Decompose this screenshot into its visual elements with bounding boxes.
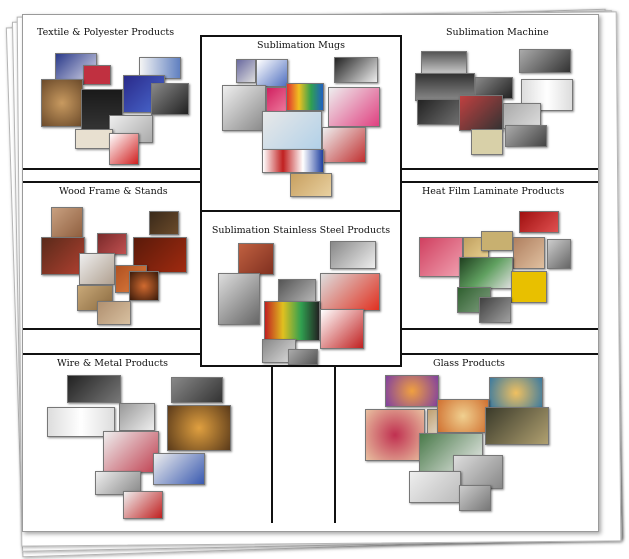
product-photo (417, 99, 467, 125)
divider (23, 181, 200, 183)
product-photo (519, 49, 571, 73)
product-photo (409, 471, 461, 503)
divider (334, 367, 336, 523)
center-feature-box: Sublimation Mugs Sublimation Stainless S… (200, 35, 402, 367)
section-title-film: Heat Film Laminate Products (422, 186, 565, 197)
section-title-mugs: Sublimation Mugs (257, 40, 345, 51)
product-photo (218, 273, 260, 325)
product-photo (385, 375, 439, 407)
product-photo (256, 59, 288, 87)
product-photo (365, 409, 425, 461)
product-photo (503, 103, 541, 129)
product-photo (149, 211, 179, 235)
product-photo (437, 399, 489, 433)
product-photo (153, 453, 205, 485)
divider (402, 181, 598, 183)
product-photo (97, 233, 127, 255)
product-photo (459, 95, 503, 131)
divider (23, 168, 200, 170)
product-photo (505, 125, 547, 147)
product-photo (290, 173, 332, 197)
product-photo (511, 271, 547, 303)
product-photo (334, 57, 378, 83)
product-photo (171, 377, 223, 403)
product-photo (75, 129, 113, 149)
product-photo (151, 83, 189, 115)
product-photo (103, 431, 159, 473)
product-photo (41, 79, 83, 127)
product-photo (419, 237, 463, 277)
product-photo (262, 111, 322, 153)
section-title-machine: Sublimation Machine (446, 27, 549, 38)
product-photo (421, 51, 467, 75)
product-photo (79, 253, 115, 285)
product-photo (328, 87, 380, 127)
section-title-wire: Wire & Metal Products (57, 358, 169, 369)
product-photo (83, 65, 111, 85)
product-photo (286, 83, 324, 111)
product-photo (459, 257, 513, 289)
product-photo (129, 271, 159, 301)
product-photo (519, 211, 559, 233)
product-photo (264, 301, 320, 341)
product-photo (119, 403, 155, 431)
product-photo (278, 279, 316, 305)
divider (402, 168, 598, 170)
product-photo (489, 377, 543, 409)
divider (402, 328, 598, 330)
section-title-textile: Textile & Polyester Products (37, 27, 175, 38)
divider (23, 328, 200, 330)
product-photo (97, 301, 131, 325)
product-photo (236, 59, 256, 83)
product-photo (513, 237, 545, 269)
product-photo (481, 231, 513, 251)
divider (202, 210, 400, 212)
catalog-page: Textile & Polyester Products Sublimation… (22, 14, 599, 532)
product-photo (547, 239, 571, 269)
product-photo (109, 133, 139, 165)
product-photo (41, 237, 85, 275)
product-photo (471, 129, 503, 155)
section-title-wood: Wood Frame & Stands (59, 186, 168, 197)
product-photo (322, 127, 366, 163)
section-title-stainless: Sublimation Stainless Steel Products (211, 225, 391, 236)
section-title-glass: Glass Products (433, 358, 505, 369)
product-photo (320, 309, 364, 349)
product-photo (479, 297, 511, 323)
product-photo (222, 85, 266, 131)
product-photo (459, 485, 491, 511)
product-photo (288, 349, 318, 365)
product-photo (330, 241, 376, 269)
product-photo (123, 491, 163, 519)
product-photo (67, 375, 121, 403)
divider (271, 367, 273, 523)
product-photo (262, 149, 324, 173)
product-photo (453, 455, 503, 489)
product-photo (485, 407, 549, 445)
product-photo (320, 273, 380, 311)
product-photo (238, 243, 274, 275)
product-photo (167, 405, 231, 451)
